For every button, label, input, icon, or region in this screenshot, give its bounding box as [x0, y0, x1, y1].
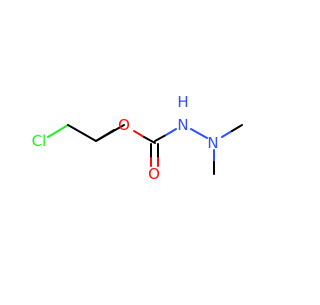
- bond-c2-o: [95, 129, 115, 142]
- bond-cl-c1: [47, 124, 69, 138]
- atom-o-ester: O: [118, 116, 130, 134]
- atom-n-dimethyl: N: [207, 134, 218, 152]
- bond-oester-ccarb-o: [133, 130, 145, 138]
- bond-ccarb-namide-c: [154, 134, 167, 142]
- bond-ndimethyl-me1-c: [231, 124, 243, 132]
- structure-svg: Cl O O N H N: [32, 93, 243, 183]
- bond-ndimethyl-me1-n: [221, 130, 233, 138]
- atom-cl: Cl: [32, 132, 47, 150]
- bonds: [47, 124, 243, 175]
- atom-labels: Cl O O N H N: [32, 93, 219, 183]
- bond-ccarb-namide-n: [165, 128, 177, 136]
- atom-n-amide: N: [177, 116, 188, 134]
- bond-oester-ccarb-c: [143, 136, 156, 144]
- bond-cl-c1-carbon: [67, 124, 97, 142]
- atom-h-amide: H: [177, 93, 188, 111]
- atom-o-carbonyl: O: [148, 165, 160, 183]
- bond-namide-ndimethyl: [190, 128, 208, 139]
- molecule-diagram: Cl O O N H N: [32, 93, 243, 183]
